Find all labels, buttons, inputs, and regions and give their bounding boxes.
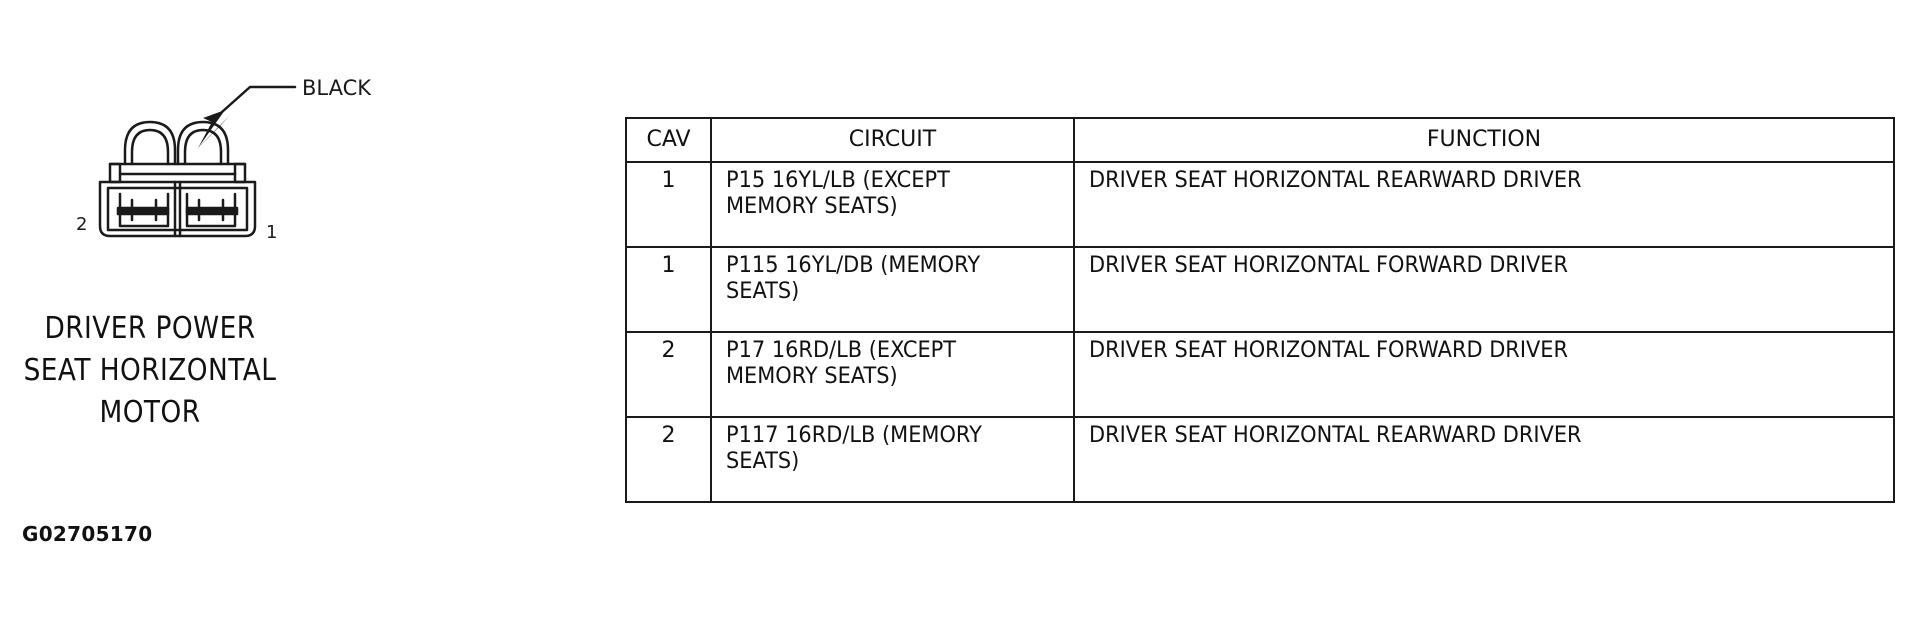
pin-label-2: 2 [76,214,87,235]
function-cell: DRIVER SEAT HORIZONTAL REARWARD DRIVER [1073,416,1895,503]
function-value: DRIVER SEAT HORIZONTAL REARWARD DRIVER [1089,423,1582,448]
cav-cell: 1 [625,246,712,333]
component-name: DRIVER POWER SEAT HORIZONTAL MOTOR [18,308,282,434]
callout-arrowhead [198,110,225,148]
cav-value: 1 [661,253,676,278]
pin-label-1: 1 [266,222,277,243]
function-value: DRIVER SEAT HORIZONTAL FORWARD DRIVER [1089,338,1569,363]
cav-cell: 2 [625,331,712,418]
header-circuit: CIRCUIT [710,117,1075,163]
connector-body [98,120,257,238]
circuit-value: P115 16YL/DB (MEMORY SEATS) [726,253,981,304]
table-row: 1 P15 16YL/LB (EXCEPT MEMORY SEATS) DRIV… [625,161,1895,248]
circuit-cell: P17 16RD/LB (EXCEPT MEMORY SEATS) [710,331,1075,418]
circuit-cell: P115 16YL/DB (MEMORY SEATS) [710,246,1075,333]
function-cell: DRIVER SEAT HORIZONTAL FORWARD DRIVER [1073,246,1895,333]
circuit-value: P17 16RD/LB (EXCEPT MEMORY SEATS) [726,338,957,389]
circuit-value: P117 16RD/LB (MEMORY SEATS) [726,423,982,474]
cav-cell: 1 [625,161,712,248]
circuit-cell: P15 16YL/LB (EXCEPT MEMORY SEATS) [710,161,1075,248]
cav-value: 2 [661,338,676,363]
component-name-line-2: SEAT HORIZONTAL [23,353,277,388]
header-cav: CAV [625,117,712,163]
figure-id: G02705170 [22,522,153,546]
table-row: 1 P115 16YL/DB (MEMORY SEATS) DRIVER SEA… [625,246,1895,333]
function-value: DRIVER SEAT HORIZONTAL REARWARD DRIVER [1089,168,1582,193]
callout-leader-line [211,85,297,122]
function-cell: DRIVER SEAT HORIZONTAL FORWARD DRIVER [1073,331,1895,418]
table-header-row: CAV CIRCUIT FUNCTION [625,117,1895,163]
connector-diagram: BLACK 2 1 [76,76,372,243]
component-name-line-1: DRIVER POWER [44,311,256,346]
function-cell: DRIVER SEAT HORIZONTAL REARWARD DRIVER [1073,161,1895,248]
cav-value: 2 [661,423,676,448]
cav-value: 1 [661,168,676,193]
cav-cell: 2 [625,416,712,503]
circuit-value: P15 16YL/LB (EXCEPT MEMORY SEATS) [726,168,950,219]
function-value: DRIVER SEAT HORIZONTAL FORWARD DRIVER [1089,253,1569,278]
circuit-cell: P117 16RD/LB (MEMORY SEATS) [710,416,1075,503]
header-function: FUNCTION [1073,117,1895,163]
component-name-line-3: MOTOR [99,395,201,430]
connector-pinout-table: CAV CIRCUIT FUNCTION 1 P15 16YL/LB (EXCE… [625,117,1895,503]
table-row: 2 P117 16RD/LB (MEMORY SEATS) DRIVER SEA… [625,416,1895,503]
callout-label-black: BLACK [302,76,372,100]
table-row: 2 P17 16RD/LB (EXCEPT MEMORY SEATS) DRIV… [625,331,1895,418]
